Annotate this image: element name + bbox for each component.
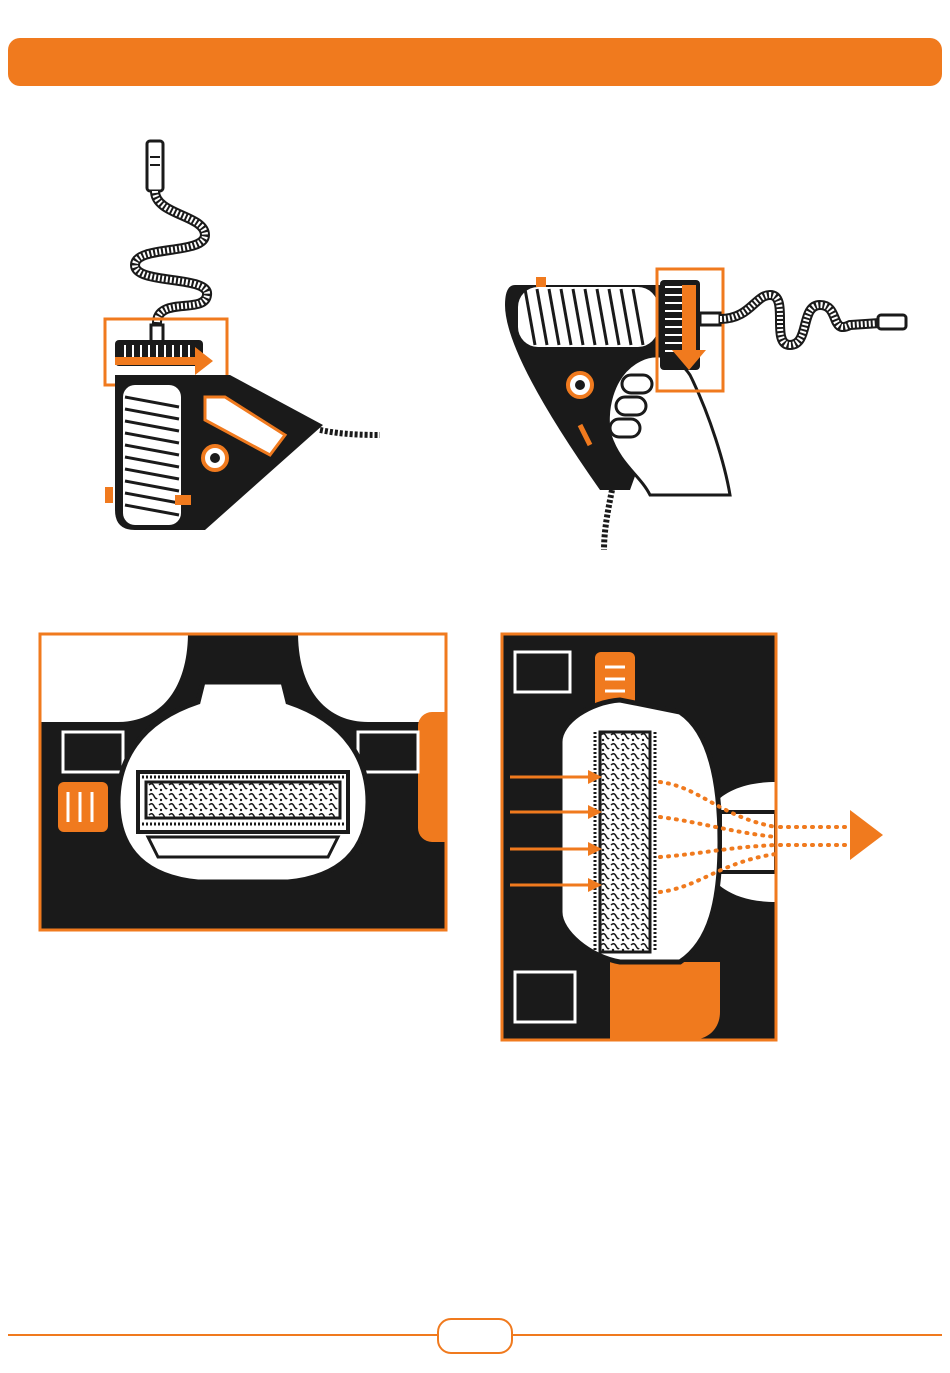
page-number-badge <box>437 1318 513 1354</box>
filter-cross-section-icon <box>38 632 448 932</box>
hand-holding-vaporizer-icon <box>500 265 910 555</box>
footer-rule-left <box>8 1334 437 1336</box>
header-bar <box>8 38 942 86</box>
airflow-cross-section-icon <box>500 632 890 1042</box>
footer-rule-right <box>513 1334 942 1336</box>
vaporizer-with-whip-icon <box>95 135 395 545</box>
